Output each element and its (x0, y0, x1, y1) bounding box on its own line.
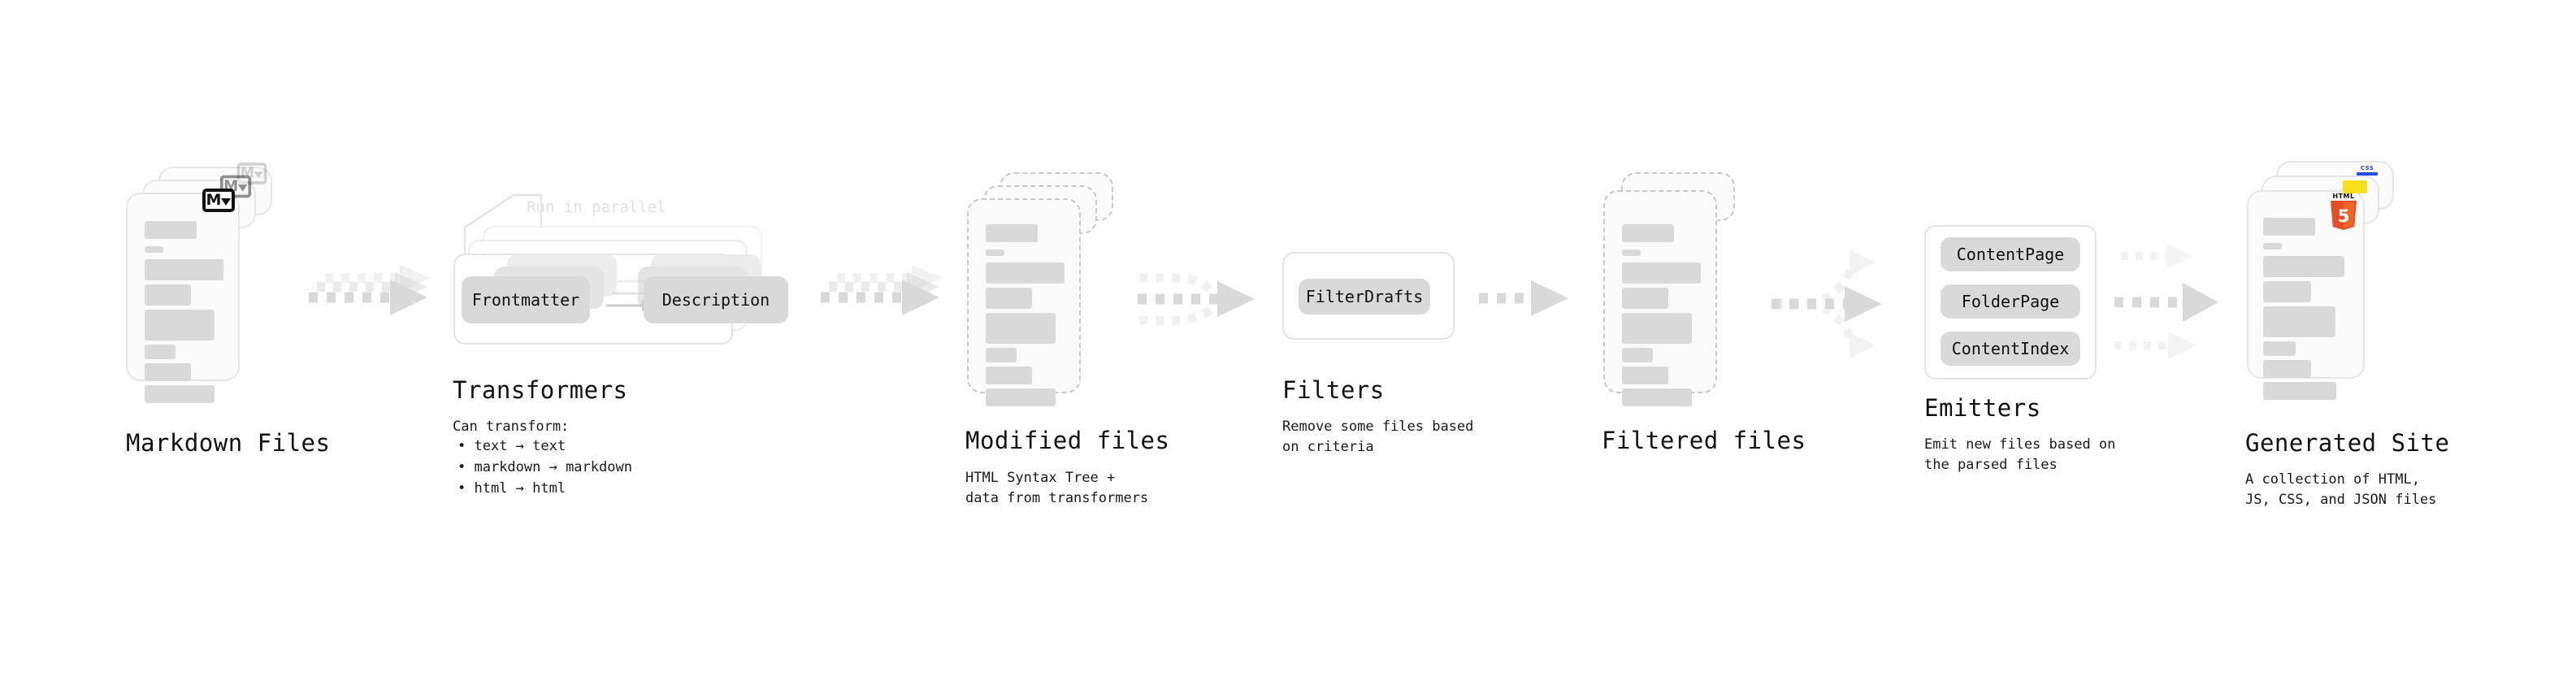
skeleton-line (1622, 313, 1692, 344)
emitters-subtitle-2: the parsed files (1924, 457, 2058, 473)
filters-title: Filters (1282, 376, 1385, 404)
skeleton-line (986, 224, 1038, 242)
modified-files-title: Modified files (965, 427, 1170, 454)
skeleton-line (145, 345, 176, 359)
transformers-bullet-1: • text → text (458, 438, 566, 454)
skeleton-line (2263, 360, 2311, 378)
modified-files-subtitle-1: HTML Syntax Tree + (965, 470, 1116, 486)
filtered-files-title: Filtered files (1602, 427, 1806, 454)
skeleton-line (2263, 256, 2344, 277)
skeleton-line (1622, 348, 1653, 362)
markdown-icon-letter: M (240, 164, 254, 182)
arrow-emitters-to-site (2113, 232, 2259, 378)
arrow-filtered-to-emitters (1772, 240, 1934, 370)
skeleton-line (986, 388, 1056, 406)
markdown-icon-back-2: M (236, 163, 267, 184)
transformers-bullet-3: • html → html (458, 480, 566, 497)
skeleton-line (145, 310, 215, 340)
markdown-files-title: Markdown Files (126, 429, 331, 457)
arrow-markdown-to-transformers (309, 260, 455, 333)
skeleton-line (145, 363, 191, 381)
css-icon-bar (2357, 172, 2378, 176)
generated-site-title: Generated Site (2245, 429, 2450, 457)
skeleton-line (2263, 341, 2296, 356)
generated-site-subtitle-2: JS, CSS, and JSON files (2245, 492, 2437, 508)
transformers-bullet-1-text: text → text (474, 438, 566, 454)
skeleton-line (145, 221, 197, 239)
run-in-parallel-label: Run in parallel (527, 198, 666, 216)
markdown-icon-arrow (254, 171, 264, 179)
markdown-icon-arrow (238, 184, 248, 192)
html5-icon-shield: 5 (2331, 201, 2357, 230)
skeleton-line (1622, 224, 1674, 242)
markdown-icon: M (202, 189, 235, 212)
site-card-front (2247, 190, 2365, 400)
transformer-description-pill[interactable]: Description (644, 276, 788, 323)
modified-card-front (967, 198, 1081, 406)
js-icon (2343, 180, 2367, 193)
filters-subtitle-2: on criteria (1282, 439, 1374, 455)
skeleton-line (145, 259, 223, 280)
transformers-bullet-2: • markdown → markdown (458, 459, 632, 475)
skeleton-line (2263, 306, 2335, 337)
skeleton-line (145, 284, 191, 306)
filters-subtitle-1: Remove some files based (1282, 419, 1474, 435)
skeleton-line (986, 288, 1032, 309)
skeleton-line (986, 262, 1065, 284)
modified-files-subtitle-2: data from transformers (965, 490, 1149, 506)
filter-drafts-pill[interactable]: FilterDrafts (1299, 279, 1430, 314)
transformers-title: Transformers (453, 376, 628, 404)
html5-icon: HTML 5 (2328, 193, 2359, 230)
filtered-card-front (1603, 190, 1717, 406)
emitters-title: Emitters (1924, 394, 2041, 422)
arrow-modified-to-filters (1138, 268, 1284, 333)
transformers-subtitle: Can transform: (453, 419, 570, 435)
markdown-icon-letter: M (206, 191, 222, 209)
skeleton-line (145, 385, 215, 403)
skeleton-line (1622, 367, 1668, 384)
content-page-pill[interactable]: ContentPage (1941, 237, 2080, 271)
skeleton-line (986, 313, 1056, 344)
arrow-transformers-to-modified (821, 260, 967, 333)
transformers-bullet-2-text: markdown → markdown (474, 459, 632, 475)
skeleton-line (986, 367, 1032, 384)
html5-icon-label: HTML (2332, 193, 2355, 200)
markdown-icon-arrow (221, 198, 232, 206)
emitters-subtitle-1: Emit new files based on (1924, 436, 2116, 453)
skeleton-line (986, 348, 1017, 362)
markdown-card-front (126, 193, 240, 403)
skeleton-line (145, 246, 163, 253)
skeleton-line (2263, 218, 2315, 236)
skeleton-line (2263, 281, 2311, 302)
skeleton-line (1622, 249, 1641, 256)
skeleton-line (2263, 382, 2336, 400)
skeleton-line (1622, 288, 1668, 309)
transformer-frontmatter-pill[interactable]: Frontmatter (462, 276, 590, 323)
html5-icon-digit: 5 (2338, 206, 2350, 226)
css-icon: CSS (2357, 166, 2378, 176)
transformers-bullet-3-text: html → html (474, 480, 566, 497)
content-index-pill[interactable]: ContentIndex (1941, 332, 2080, 366)
generated-site-subtitle-1: A collection of HTML, (2245, 471, 2420, 488)
css-icon-label: CSS (2360, 165, 2374, 171)
skeleton-line (1622, 262, 1701, 284)
arrow-filters-to-filtered (1479, 278, 1609, 319)
folder-page-pill[interactable]: FolderPage (1941, 284, 2080, 319)
run-in-parallel-bracket (463, 192, 569, 257)
skeleton-line (1622, 388, 1692, 406)
skeleton-line (2263, 243, 2282, 249)
skeleton-line (986, 249, 1004, 256)
